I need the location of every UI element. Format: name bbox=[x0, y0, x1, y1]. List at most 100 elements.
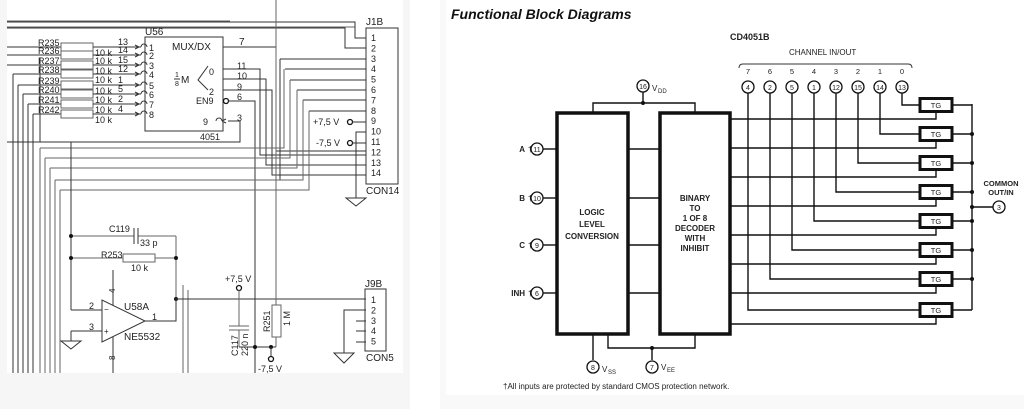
mux-body bbox=[144, 36, 224, 132]
j1b-ref: J1B bbox=[366, 17, 384, 28]
j9b-pin-2: 2 bbox=[371, 305, 376, 315]
mux-enable-label: EN9 bbox=[196, 96, 214, 106]
channel-number: 5 bbox=[790, 67, 794, 76]
input-pin-number: 9 bbox=[535, 243, 539, 250]
tg-label: TG bbox=[931, 275, 942, 284]
vss-label: V bbox=[602, 365, 608, 374]
resistor-symbol bbox=[60, 60, 94, 70]
channel-5: 55 bbox=[785, 67, 799, 94]
channel-number: 2 bbox=[856, 67, 860, 76]
j1b-pin-9: 9 bbox=[371, 116, 376, 126]
c117-value: 220 n bbox=[240, 333, 250, 356]
mux-input-label: 7 bbox=[149, 100, 154, 110]
tg-label: TG bbox=[931, 159, 942, 168]
input-inh: INH†6 bbox=[511, 286, 557, 300]
channel-number: 6 bbox=[768, 67, 772, 76]
mux-u56: U56 MUX/DX 1 8 M 0 2 EN9 9 4051 7 11 10 … bbox=[7, 27, 366, 373]
connection-symbol bbox=[134, 81, 148, 88]
opamp-pin-1: 1 bbox=[152, 312, 157, 322]
opamp-symbol bbox=[101, 299, 147, 343]
connector-bus-wires bbox=[39, 58, 366, 373]
mux-pin-number: 1 bbox=[118, 75, 123, 85]
mux-select-m: M bbox=[181, 75, 189, 86]
footnote: †All inputs are protected by standard CM… bbox=[503, 382, 729, 391]
opamp-plus: + bbox=[104, 327, 109, 336]
connection-symbol bbox=[134, 61, 148, 68]
vee-label: V bbox=[661, 363, 667, 372]
tg-row: TG bbox=[730, 93, 974, 294]
tg-row: TG bbox=[730, 93, 974, 149]
dagger: † bbox=[528, 194, 532, 203]
left-schematic-canvas bbox=[7, 0, 403, 373]
resistor-ref: R239 bbox=[38, 76, 60, 86]
mux-input-label: 8 bbox=[149, 110, 154, 120]
resistor-ref: R242 bbox=[38, 105, 60, 115]
mux-pin-10: 10 bbox=[237, 71, 247, 81]
input-pin-number: 11 bbox=[533, 147, 540, 154]
connection-symbol bbox=[134, 43, 148, 50]
channel-4: 41 bbox=[807, 67, 821, 94]
input-pin-number: 6 bbox=[535, 291, 539, 298]
j1b-pin-2: 2 bbox=[371, 43, 376, 53]
vss-vee-pins: 8 V SS 7 V EE bbox=[586, 334, 696, 376]
connection-symbol bbox=[134, 51, 148, 58]
r253-ref: R253 bbox=[101, 250, 123, 260]
mux-pin-6: 6 bbox=[237, 92, 242, 102]
connection-symbol bbox=[134, 100, 148, 107]
channel-number: 4 bbox=[812, 67, 816, 76]
channel-pin-number: 14 bbox=[876, 85, 884, 92]
input-b: B†10 bbox=[519, 191, 557, 205]
mux-pin-7: 7 bbox=[239, 37, 245, 48]
resistor-ref: R235 bbox=[38, 38, 60, 48]
connection-symbol bbox=[134, 70, 148, 77]
c119-value: 33 p bbox=[140, 238, 158, 248]
vdd-pin: 16 V DD bbox=[592, 79, 696, 112]
mux-pin-9: 9 bbox=[237, 82, 242, 92]
channel-number: 7 bbox=[746, 67, 750, 76]
common-label-2: OUT/IN bbox=[988, 188, 1013, 197]
supply-decoupling: +7,5 V C117 220 n R251 1 M -7,5 V bbox=[225, 0, 292, 374]
mux-ref: U56 bbox=[145, 27, 164, 38]
decoder-block-line: INHIBIT bbox=[681, 244, 710, 253]
opamp-part: NE5532 bbox=[124, 332, 161, 343]
mux-input-label: 2 bbox=[149, 51, 154, 61]
resistor-ref: R236 bbox=[38, 46, 60, 56]
tg-row: TG bbox=[730, 93, 974, 207]
resistor-ref: R237 bbox=[38, 56, 60, 66]
channel-2: 215 bbox=[851, 67, 865, 94]
logic-block-line: LEVEL bbox=[579, 220, 605, 229]
channel-number: 0 bbox=[900, 67, 904, 76]
connection-symbol bbox=[134, 110, 148, 117]
mux-sel-0: 0 bbox=[209, 67, 214, 77]
opamp-pin-8: 8 bbox=[108, 355, 117, 360]
opamp-ref: U58A bbox=[124, 302, 149, 313]
j9b-pin-5: 5 bbox=[371, 337, 376, 347]
resistor-value: 10 k bbox=[95, 105, 113, 115]
r253-value: 10 k bbox=[131, 263, 149, 273]
mux-pin-11: 11 bbox=[237, 61, 246, 71]
j1b-pin-1: 1 bbox=[371, 33, 376, 43]
j1b-pin-14: 14 bbox=[371, 168, 381, 178]
j1b-type: CON14 bbox=[366, 186, 400, 197]
mux-input-label: 5 bbox=[149, 81, 154, 91]
c117-ref: C117 bbox=[230, 335, 240, 356]
mux-input-label: 1 bbox=[149, 43, 154, 53]
channel-pin-number: 12 bbox=[832, 85, 840, 92]
mux-part: 4051 bbox=[200, 132, 220, 142]
ground-icon bbox=[59, 340, 83, 350]
tg-label: TG bbox=[931, 130, 942, 139]
ground-icon bbox=[344, 197, 368, 207]
r251-value: 1 M bbox=[282, 311, 292, 326]
common-pin-number: 3 bbox=[997, 205, 1001, 212]
resistor-value: 10 k bbox=[95, 48, 113, 58]
j9b-body bbox=[364, 288, 387, 352]
supply-pos-label: +7,5 V bbox=[225, 274, 251, 284]
common-label-1: COMMON bbox=[984, 179, 1019, 188]
